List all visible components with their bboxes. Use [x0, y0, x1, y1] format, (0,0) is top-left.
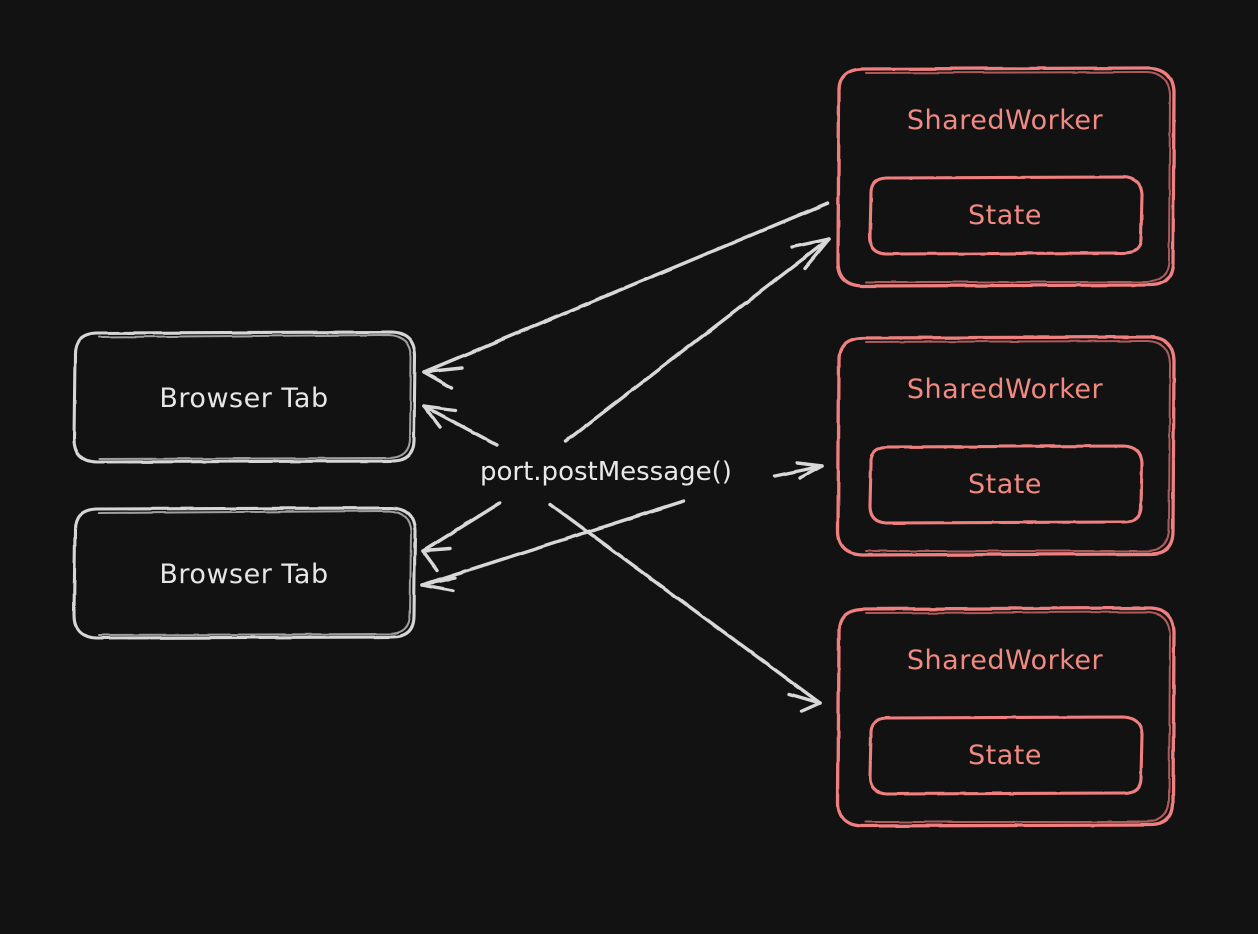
arrow-hub-to-tab1	[422, 404, 499, 447]
arrow-worker1-to-tab1	[422, 201, 830, 390]
shared-worker-box-3[interactable]	[836, 606, 1176, 828]
arrow-hub-to-tab2	[421, 501, 502, 572]
state-box-2[interactable]	[868, 444, 1144, 525]
shared-worker-box-1[interactable]	[836, 66, 1176, 288]
arrow-hub-to-worker3	[548, 502, 822, 713]
state-box-3[interactable]	[868, 715, 1144, 796]
arrow-hub-to-worker2	[773, 461, 824, 480]
arrow-worker3-to-tab2	[420, 499, 686, 593]
browser-tab-box-1[interactable]	[72, 330, 417, 464]
browser-tab-box-2[interactable]	[72, 506, 417, 640]
arrow-hub-to-worker1	[564, 237, 831, 443]
shared-worker-box-2[interactable]	[836, 335, 1176, 557]
state-box-1[interactable]	[868, 175, 1144, 256]
